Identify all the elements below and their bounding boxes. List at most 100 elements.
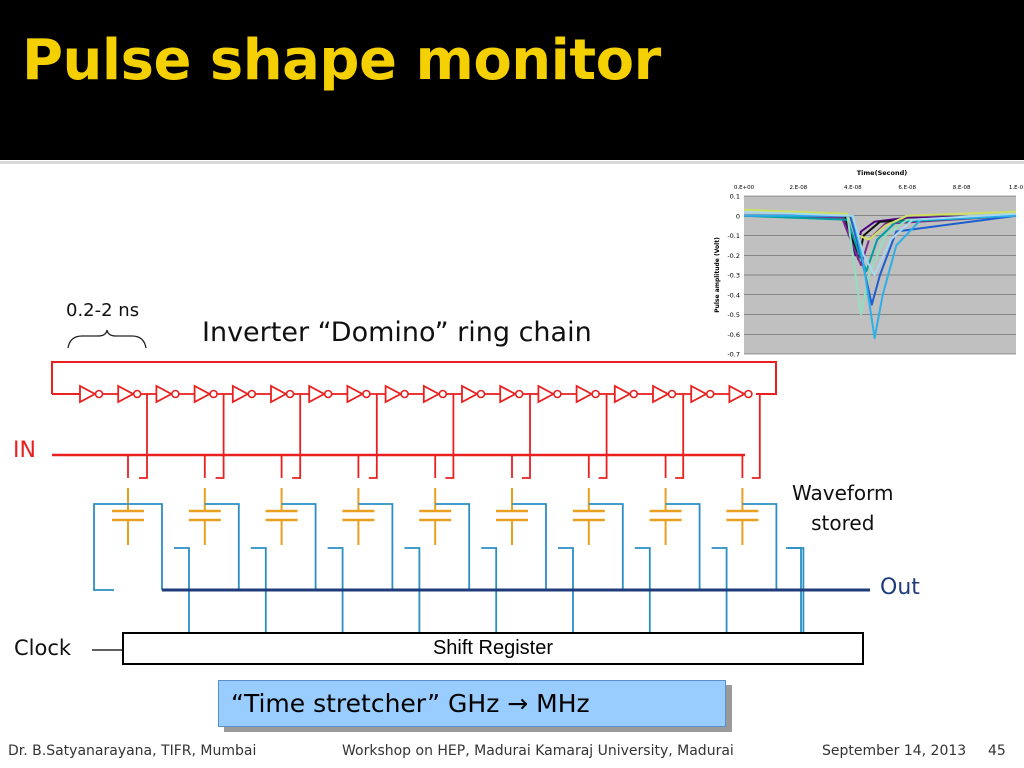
inverter-gate xyxy=(728,384,747,404)
ring-loop-wire xyxy=(51,361,777,395)
title-divider xyxy=(0,161,1024,164)
clock-wire xyxy=(634,547,651,632)
clock-wire xyxy=(481,547,498,632)
y-tick-label: -0.4 xyxy=(727,291,740,299)
inverter-gate xyxy=(193,384,212,404)
inverter-gate xyxy=(346,384,365,404)
slide-title: Pulse shape monitor xyxy=(22,28,661,93)
y-tick-label: 0.1 xyxy=(730,193,740,201)
y-tick-label: -0.6 xyxy=(727,331,740,339)
inverter-gate xyxy=(575,384,594,404)
inverter-gate xyxy=(308,384,327,404)
inverter-bubble xyxy=(285,389,295,399)
series-line xyxy=(743,214,1017,267)
footer-page-number: 45 xyxy=(988,743,1006,759)
shift-register-label: Shift Register xyxy=(432,637,554,659)
inverter-gate xyxy=(270,384,288,404)
inverter-gate xyxy=(155,384,174,404)
y-tick-label: -0.3 xyxy=(727,272,740,280)
inverter-gate xyxy=(384,384,403,404)
inverter-gate xyxy=(652,384,670,404)
inverter-bubble xyxy=(132,389,142,399)
switch-wire xyxy=(204,503,240,590)
inverter-gate xyxy=(537,384,556,404)
inverter-gate xyxy=(117,384,136,404)
timing-label: 0.2-2 ns xyxy=(66,300,140,321)
inverter-bubble xyxy=(171,389,180,399)
clock-wire xyxy=(558,547,574,632)
switch-wire xyxy=(512,503,547,590)
x-tick-label: 8.E-08 xyxy=(953,185,971,191)
series-line xyxy=(743,210,1017,276)
switch-wire xyxy=(435,503,471,590)
inverter-bubble xyxy=(438,389,448,399)
y-tick-label: -0.1 xyxy=(727,232,740,240)
title-bar xyxy=(0,0,1024,160)
switch-wire xyxy=(128,503,163,590)
clock-label: Clock xyxy=(14,636,72,660)
waveform-label-line2: stored xyxy=(811,511,875,535)
chain-tap-wire xyxy=(675,394,685,479)
inverter-bubble xyxy=(400,389,409,399)
chain-tap-wire xyxy=(598,394,608,479)
shift-register-box: Shift Register xyxy=(122,632,864,665)
x-tick-label: 1.E-0 xyxy=(1009,185,1024,191)
clock-wire xyxy=(711,547,728,632)
waveform-label: Waveform stored xyxy=(792,478,894,538)
time-stretcher-text: “Time stretcher” GHz → MHz xyxy=(231,689,590,718)
out-label: Out xyxy=(880,575,920,600)
inverter-gate xyxy=(461,384,479,404)
switch-wire xyxy=(665,503,701,590)
y-tick-label: -0.2 xyxy=(727,252,740,260)
y-axis-label: Pulse amplitude (Volt) xyxy=(714,237,721,313)
inverter-gate xyxy=(613,384,632,404)
x-tick-label: 0.E+00 xyxy=(734,185,755,191)
waveform-label-line1: Waveform xyxy=(792,481,894,505)
inverter-bubble xyxy=(667,389,677,399)
clock-wire xyxy=(250,547,267,632)
chain-tap-wire xyxy=(445,394,455,479)
clock-wire xyxy=(174,547,190,632)
footer-workshop: Workshop on HEP, Madurai Kamaraj Univers… xyxy=(342,743,734,759)
inverter-bubble xyxy=(323,389,333,399)
inverter-gate xyxy=(422,384,441,404)
inverter-gate xyxy=(79,384,97,404)
x-tick-label: 2.E-08 xyxy=(790,185,808,191)
inverter-bubble xyxy=(209,389,218,399)
chain-tap-wire xyxy=(522,394,531,479)
inverter-bubble xyxy=(514,389,524,399)
inverter-bubble xyxy=(591,389,600,399)
chain-tap-wire xyxy=(292,394,302,479)
inverter-gate xyxy=(690,384,709,404)
inverter-gate xyxy=(231,384,250,404)
y-tick-label: -0.5 xyxy=(727,311,740,319)
pulse-chart-svg: 0.1 0 -0.1 -0.2 -0.3 -0.4 -0.5 -0.6 -0.7 0.E+00 2.… xyxy=(714,169,1024,359)
clock-wire xyxy=(404,547,421,632)
pulse-chart: 0.1 0 -0.1 -0.2 -0.3 -0.4 -0.5 -0.6 -0.7 0.E+00 2.… xyxy=(711,166,1024,359)
switch-wire xyxy=(358,503,394,590)
clock-wire xyxy=(327,547,344,632)
chain-tap-wire xyxy=(215,394,225,479)
inverter-bubble xyxy=(705,389,715,399)
in-label: IN xyxy=(13,438,36,463)
time-stretcher-box: “Time stretcher” GHz → MHz xyxy=(218,680,726,727)
footer-date: September 14, 2013 xyxy=(822,743,967,759)
y-tick-label: -0.7 xyxy=(727,351,740,359)
chain-tap-wire xyxy=(751,394,761,479)
series-line xyxy=(743,208,1017,241)
switch-wire xyxy=(93,503,128,591)
footer-author: Dr. B.Satyanarayana, TIFR, Mumbai xyxy=(8,743,257,759)
inverter-gate xyxy=(499,384,518,404)
inverter-bubble xyxy=(362,389,371,399)
clock-wire xyxy=(786,547,802,632)
inverter-bubble xyxy=(94,389,104,399)
chain-label: Inverter “Domino” ring chain xyxy=(202,317,592,348)
inverter-bubble xyxy=(553,389,562,399)
y-tick-label: 0 xyxy=(736,212,740,220)
series-line xyxy=(743,210,1017,316)
inverter-bubble xyxy=(247,389,257,399)
inverter-bubble xyxy=(629,389,639,399)
chart-title: Time(Second) xyxy=(857,169,908,177)
inverter-bubble xyxy=(744,389,753,399)
